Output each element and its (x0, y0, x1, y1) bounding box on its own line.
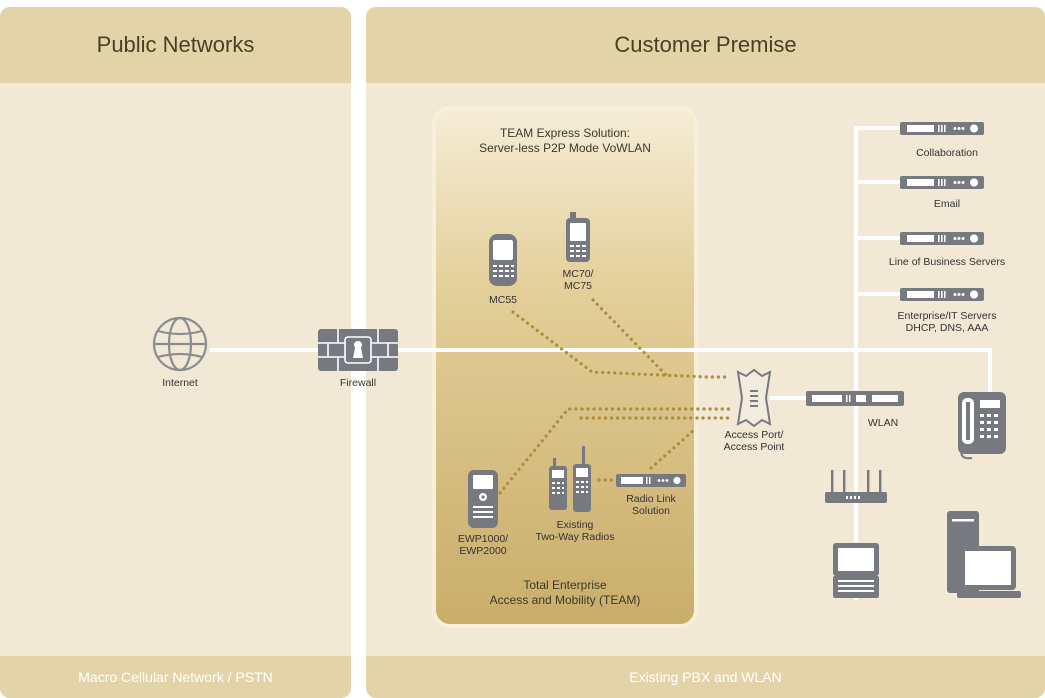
radio-link-label: Radio Link Solution (616, 493, 686, 517)
solution-footer: Total Enterprise Access and Mobility (TE… (434, 578, 696, 608)
two-way-radio-icon (573, 446, 591, 512)
solution-footer-line1: Total Enterprise (523, 578, 607, 592)
server-icon (900, 232, 984, 245)
wlan-switch-icon (806, 391, 904, 406)
wireless-router-icon (825, 470, 887, 503)
solution-footer-line2: Access and Mobility (TEAM) (489, 593, 641, 607)
access-point-label: Access Port/ Access Point (714, 429, 794, 453)
solution-title-line1: TEAM Express Solution: (499, 126, 631, 140)
customer-premise-footer: Existing PBX and WLAN (366, 656, 1045, 698)
access-point-label-line1: Access Port/ (724, 429, 784, 441)
wired-links (210, 126, 992, 600)
mc70-label-line2: MC75 (563, 280, 592, 292)
desk-phone-icon (958, 392, 1006, 460)
internet-label: Internet (162, 377, 198, 389)
two-way-radio-icon (549, 458, 567, 510)
server-label-email: Email (933, 198, 961, 210)
public-networks-panel: Public Networks Macro Cellular Network /… (0, 7, 351, 698)
globe-icon (152, 316, 208, 372)
server-label-enterprise-it: Enterprise/IT Servers DHCP, DNS, AAA (882, 310, 1012, 334)
server-label-enterprise-it-line1: Enterprise/IT Servers (897, 310, 997, 322)
mc70-label-line1: MC70/ (562, 268, 594, 280)
radios-label: Existing Two-Way Radios (525, 519, 625, 543)
solution-title: TEAM Express Solution: Server-less P2P M… (434, 126, 696, 156)
server-icon (900, 122, 984, 135)
wlan-label: WLAN (867, 417, 899, 429)
wireless-links (498, 298, 732, 495)
firewall-label: Firewall (339, 377, 377, 389)
server-label-collaboration: Collaboration (916, 147, 978, 159)
radio-link-device-icon (616, 474, 686, 487)
ewp-label: EWP1000/ EWP2000 (453, 533, 513, 557)
radio-link-label-line2: Solution (632, 505, 670, 517)
mc55-label: MC55 (488, 294, 517, 306)
public-networks-footer: Macro Cellular Network / PSTN (0, 656, 351, 698)
ewp-label-line2: EWP2000 (459, 545, 507, 557)
mobile-phone-icon (468, 470, 498, 528)
radios-label-line1: Existing (556, 519, 594, 531)
radios-label-line2: Two-Way Radios (535, 531, 615, 543)
server-icon (900, 176, 984, 189)
mobile-phone-icon (566, 212, 590, 262)
server-label-line-of-business: Line of Business Servers (888, 256, 1006, 268)
server-icon (900, 288, 984, 301)
access-point-icon (736, 368, 772, 428)
laptop-icon (833, 543, 879, 598)
ewp-label-line1: EWP1000/ (457, 533, 509, 545)
access-point-label-line2: Access Point (723, 441, 785, 453)
radio-link-label-line1: Radio Link (626, 493, 676, 505)
desktop-computer-icon (947, 511, 1021, 598)
server-label-enterprise-it-line2: DHCP, DNS, AAA (905, 322, 989, 334)
mc70-label: MC70/ MC75 (548, 268, 608, 292)
firewall-icon (318, 329, 398, 371)
solution-title-line2: Server-less P2P Mode VoWLAN (479, 141, 651, 155)
customer-premise-title: Customer Premise (366, 7, 1045, 83)
public-networks-title: Public Networks (0, 7, 351, 83)
mobile-phone-icon (489, 234, 517, 286)
